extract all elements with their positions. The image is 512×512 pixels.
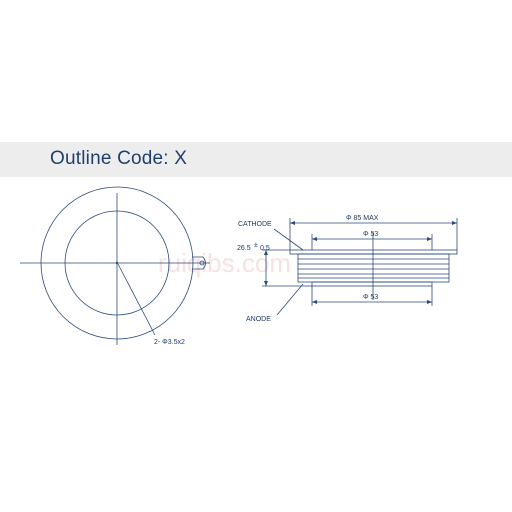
title-band xyxy=(0,142,512,177)
cathode-leader xyxy=(273,228,304,251)
height-label: 26.5 xyxy=(237,245,251,252)
arrowheads xyxy=(264,221,457,304)
hole-leader-line xyxy=(117,263,156,336)
dia-bottom-label: Φ 53 xyxy=(363,294,378,301)
top-view xyxy=(20,186,210,345)
inner-circle xyxy=(64,210,170,316)
tolerance-sign: ± xyxy=(254,242,258,249)
center-mark xyxy=(115,261,119,265)
dia-top-label: Φ 53 xyxy=(363,231,378,238)
outer-circle xyxy=(40,186,194,340)
bottom-pole-piece xyxy=(311,281,433,287)
hole-callout: 2- Φ3.5x2 xyxy=(154,339,185,346)
gate-hole xyxy=(199,260,205,266)
top-flange xyxy=(289,249,458,255)
cathode-label: CATHODE xyxy=(238,221,272,228)
gate-tab xyxy=(192,256,206,270)
side-view xyxy=(262,218,458,316)
dia-max-label: Φ 85 MAX xyxy=(346,215,379,222)
outline-code-title: Outline Code: X xyxy=(50,148,188,169)
tolerance-label: 0.5 xyxy=(260,245,270,252)
anode-leader xyxy=(276,283,304,316)
anode-label: ANODE xyxy=(246,316,271,323)
